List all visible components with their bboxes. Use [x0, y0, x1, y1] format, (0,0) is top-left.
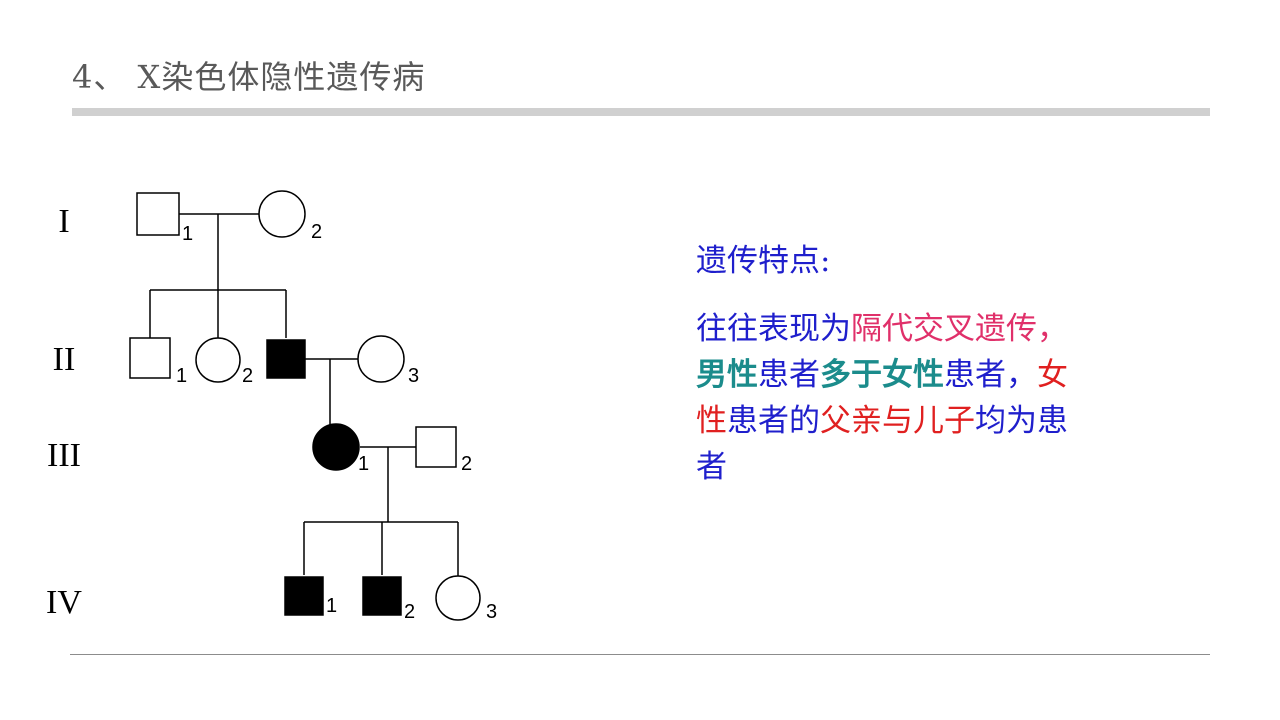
- features-segment: 患者: [758, 357, 820, 393]
- bottom-divider: [70, 654, 1210, 655]
- individual-number: 3: [408, 365, 419, 387]
- features-segment: 男性: [696, 357, 758, 393]
- features-text: 往往表现为隔代交叉遗传， 男性患者多于女性患者，女性患者的父亲与儿子均为患者: [696, 306, 1096, 490]
- title-underline-bar: [72, 108, 1210, 116]
- inheritance-features: 遗传特点: 往往表现为隔代交叉遗传， 男性患者多于女性患者，女性患者的父亲与儿子均…: [696, 238, 1096, 490]
- features-segment: 往往表现为: [696, 311, 851, 347]
- unaffected-female-symbol: [258, 190, 306, 238]
- unaffected-female-symbol: [435, 575, 481, 621]
- features-segment: 均为患者: [696, 403, 1068, 485]
- features-segment: 患者的: [727, 403, 820, 439]
- unaffected-male-symbol: [129, 337, 171, 379]
- generation-label: IV: [46, 584, 82, 621]
- individual-number: 3: [486, 601, 497, 623]
- unaffected-male-symbol: [415, 426, 457, 468]
- features-segment: 女性: [696, 357, 1068, 439]
- individual-number: 1: [176, 365, 187, 387]
- features-segment: 多于女性: [820, 357, 944, 393]
- unaffected-female-symbol: [357, 335, 405, 383]
- affected-male-symbol: [266, 339, 306, 379]
- generation-label: III: [47, 437, 81, 474]
- features-segment: 隔代交叉遗传，: [851, 311, 1068, 347]
- generation-label: I: [58, 203, 69, 240]
- individual-number: 2: [311, 221, 322, 243]
- individual-number: 2: [461, 453, 472, 475]
- slide-title: 4、 X染色体隐性遗传病: [72, 58, 426, 96]
- affected-female-symbol: [312, 423, 360, 471]
- unaffected-male-symbol: [136, 192, 180, 236]
- affected-male-symbol: [362, 576, 402, 616]
- individual-number: 2: [404, 601, 415, 623]
- features-segment: 父亲与儿子: [820, 403, 975, 439]
- individual-number: 1: [358, 453, 369, 475]
- features-segment: 患者，: [944, 357, 1037, 393]
- generation-label: II: [53, 341, 76, 378]
- affected-male-symbol: [284, 576, 324, 616]
- features-heading: 遗传特点:: [696, 243, 831, 279]
- individual-number: 2: [242, 365, 253, 387]
- unaffected-female-symbol: [195, 337, 241, 383]
- individual-number: 1: [182, 223, 193, 245]
- individual-number: 1: [326, 595, 337, 617]
